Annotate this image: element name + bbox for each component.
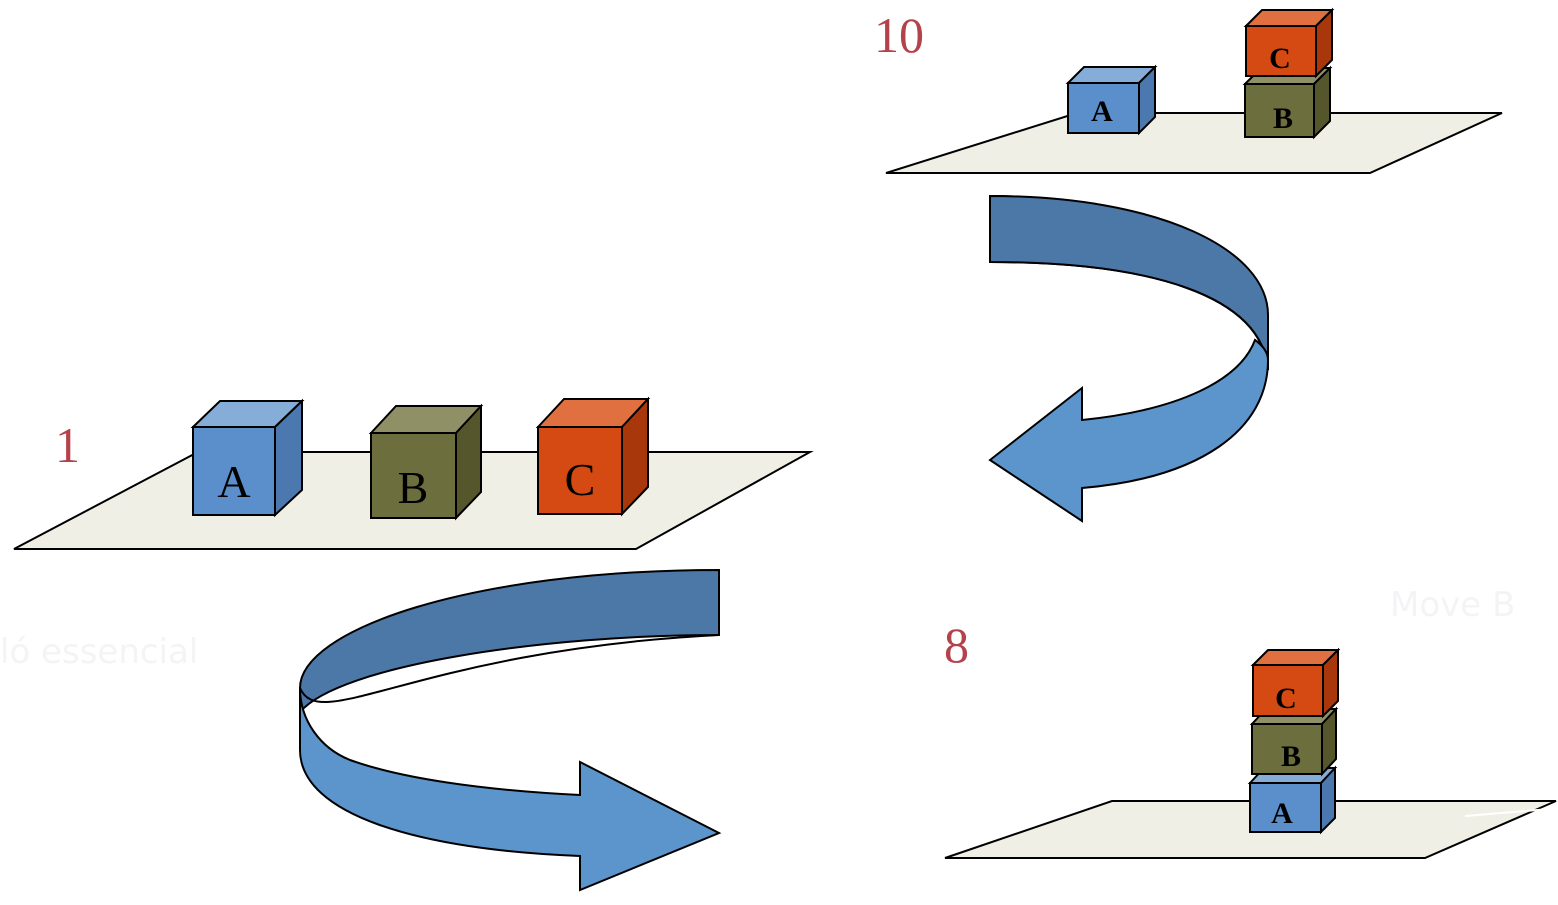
faded-caption-right: Move B bbox=[1390, 585, 1516, 625]
block-label: A bbox=[217, 456, 250, 507]
state-number-initial: 1 bbox=[55, 417, 80, 473]
block-a-initial: A bbox=[190, 398, 305, 518]
state-initial: A B C bbox=[13, 396, 814, 550]
block-label: C bbox=[1275, 682, 1297, 715]
block-label: A bbox=[1271, 797, 1293, 830]
state-number-top: 10 bbox=[874, 7, 924, 63]
block-b-initial: B bbox=[368, 403, 484, 521]
state-goal: A B C bbox=[944, 647, 1557, 859]
state-number-goal: 8 bbox=[944, 617, 969, 673]
block-label: B bbox=[1281, 740, 1301, 773]
block-a-goal: A bbox=[1247, 765, 1338, 835]
block-label: A bbox=[1091, 95, 1113, 128]
arrow-down-left-icon bbox=[988, 194, 1270, 523]
block-a-top: A bbox=[1065, 64, 1158, 136]
block-c-top: C bbox=[1243, 7, 1335, 79]
block-label: C bbox=[1269, 42, 1291, 75]
block-label: B bbox=[398, 462, 429, 513]
faded-caption-left: ló essencial bbox=[0, 632, 199, 672]
block-label: C bbox=[565, 454, 596, 505]
block-b-goal: B bbox=[1249, 706, 1339, 777]
block-c-initial: C bbox=[535, 396, 651, 517]
state-top: A B C bbox=[885, 7, 1503, 174]
block-label: B bbox=[1273, 102, 1293, 135]
table-top bbox=[885, 112, 1503, 174]
arrow-down-right-icon bbox=[299, 568, 722, 892]
block-b-top: B bbox=[1242, 65, 1333, 140]
block-c-goal: C bbox=[1250, 647, 1341, 719]
